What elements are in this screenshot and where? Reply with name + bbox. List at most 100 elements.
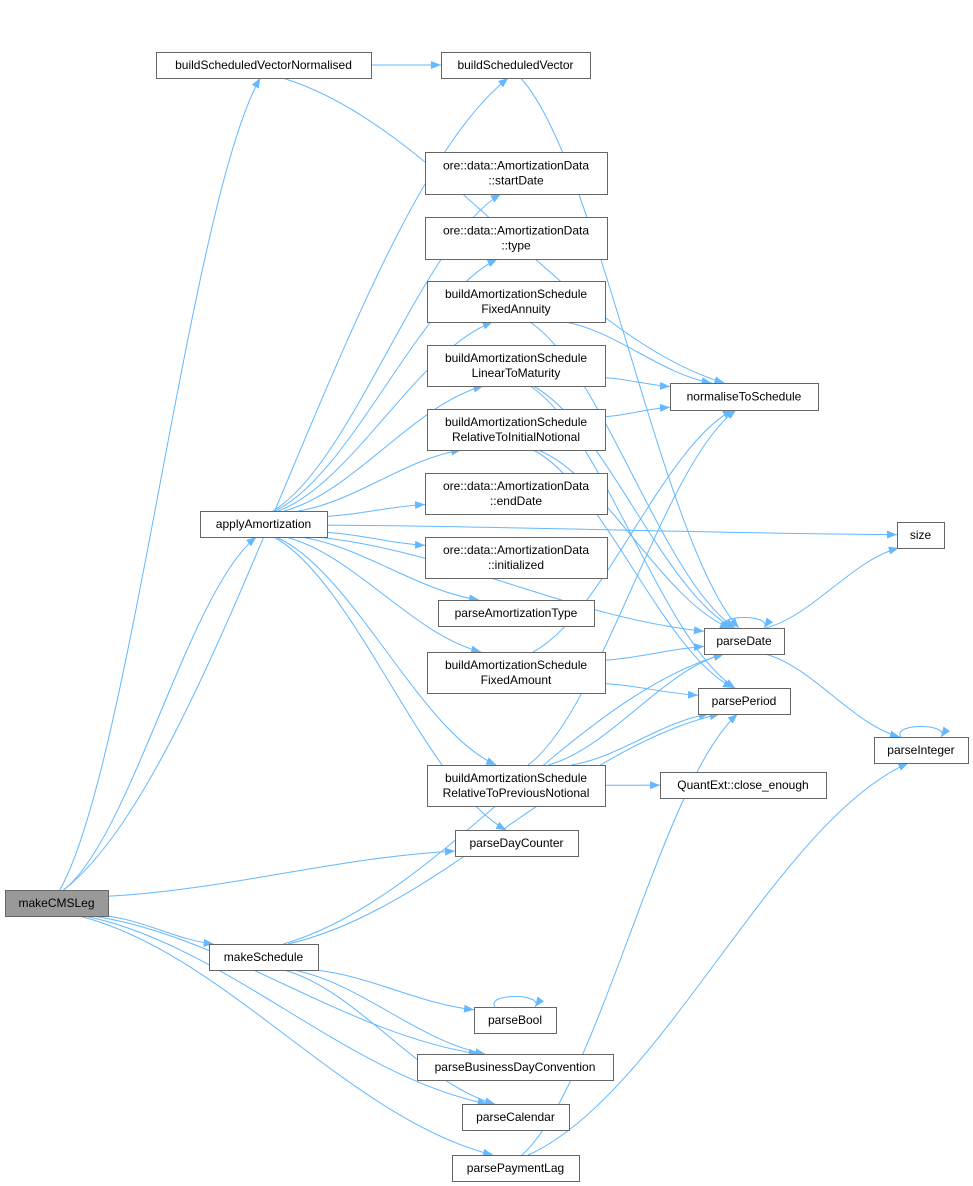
node-box (156, 52, 372, 79)
node-label: buildScheduledVectorNormalised (175, 58, 352, 72)
node-parseInteger[interactable]: parseInteger (874, 737, 969, 764)
edge-makeSchedule-to-parseBool (315, 969, 475, 1013)
node-label: parseAmortizationType (455, 606, 578, 620)
node-box (425, 217, 608, 260)
node-label: ore::data::AmortizationData (443, 224, 589, 238)
edge-makeCMSLeg-to-parseDayCounter (107, 847, 456, 897)
edge-makeCMSLeg-to-makeSchedule (106, 915, 214, 947)
node-box (427, 345, 606, 387)
node-label: RelativeToInitialNotional (452, 430, 580, 444)
node-box (427, 765, 606, 807)
node-bsvn[interactable]: buildScheduledVectorNormalised (156, 52, 372, 79)
edge-linearToMaturity-to-parseDate (532, 385, 734, 629)
edge-parseDate-to-size (765, 546, 899, 629)
edge-applyAmortization-to-endDate (326, 501, 426, 517)
node-label: buildAmortizationSchedule (445, 771, 587, 785)
node-parsePeriod[interactable]: parsePeriod (698, 688, 791, 715)
node-label: QuantExt::close_enough (677, 778, 808, 792)
node-label: parseDayCounter (469, 836, 563, 850)
edges-layer (59, 61, 951, 1157)
node-relPrevious[interactable]: buildAmortizationScheduleRelativeToPrevi… (427, 765, 606, 807)
node-linearToMaturity[interactable]: buildAmortizationScheduleLinearToMaturit… (427, 345, 606, 387)
edge-relPrevious-to-parsePeriod (571, 711, 710, 766)
edge-applyAmortization-to-relInitial (298, 447, 462, 512)
node-box (441, 52, 591, 79)
edge-relPrevious-to-parseDate (548, 652, 724, 766)
node-label: ore::data::AmortizationData (443, 159, 589, 173)
node-box (452, 1155, 580, 1182)
edge-makeSchedule-to-parsePeriod (287, 712, 720, 945)
node-label: makeCMSLeg (18, 896, 94, 910)
node-label: parseCalendar (476, 1110, 555, 1124)
node-label: ore::data::AmortizationData (443, 479, 589, 493)
node-parseDayCounter[interactable]: parseDayCounter (455, 830, 579, 857)
node-box (417, 1054, 614, 1081)
edge-applyAmortization-to-linearToMaturity (284, 384, 484, 512)
edge-parseBool-to-parseBool (493, 996, 545, 1008)
node-endDate[interactable]: ore::data::AmortizationData::endDate (425, 473, 608, 515)
edge-parseDate-to-parseDate (722, 617, 774, 629)
edge-parsePaymentLag-to-parseInteger (527, 762, 909, 1156)
node-box (425, 152, 608, 195)
edge-makeCMSLeg-to-parsePaymentLag (78, 915, 494, 1157)
node-label: RelativeToPreviousNotional (443, 786, 590, 800)
edge-fixedAmount-to-normaliseToSchedule (532, 409, 734, 653)
nodes-layer: makeCMSLeg buildScheduledVectorNormalised… (5, 52, 969, 1182)
node-label: parseBusinessDayConvention (435, 1060, 596, 1074)
edge-applyAmortization-to-parseDate (316, 536, 705, 635)
edge-relInitial-to-parsePeriod (532, 449, 734, 689)
edge-applyAmortization-to-initialized (326, 531, 426, 549)
node-relInitial[interactable]: buildAmortizationScheduleRelativeToIniti… (427, 409, 606, 451)
node-box (427, 409, 606, 451)
edge-linearToMaturity-to-normaliseToSchedule (604, 377, 671, 390)
node-parseBool[interactable]: parseBool (474, 1007, 557, 1034)
node-parseCalendar[interactable]: parseCalendar (462, 1104, 570, 1131)
node-parseDate[interactable]: parseDate (704, 628, 785, 655)
node-label: buildAmortizationSchedule (445, 415, 587, 429)
node-label: FixedAmount (481, 673, 552, 687)
node-label: makeSchedule (224, 950, 304, 964)
node-closeEnough[interactable]: QuantExt::close_enough (660, 772, 827, 799)
node-label: buildAmortizationSchedule (445, 351, 587, 365)
node-makeSchedule[interactable]: makeSchedule (209, 944, 319, 971)
node-box (698, 688, 791, 715)
edge-applyAmortization-to-fixedAmount (285, 536, 482, 654)
node-parseBDC[interactable]: parseBusinessDayConvention (417, 1054, 614, 1081)
node-box (438, 600, 595, 627)
node-box (209, 944, 319, 971)
node-label: ::startDate (488, 174, 544, 188)
node-label: buildAmortizationSchedule (445, 658, 587, 672)
node-parsePaymentLag[interactable]: parsePaymentLag (452, 1155, 580, 1182)
node-type[interactable]: ore::data::AmortizationData::type (425, 217, 608, 260)
node-box (474, 1007, 557, 1034)
node-bsv[interactable]: buildScheduledVector (441, 52, 591, 79)
node-box (425, 537, 608, 579)
node-box (704, 628, 785, 655)
node-initialized[interactable]: ore::data::AmortizationData::initialized (425, 537, 608, 579)
node-label: FixedAnnuity (481, 302, 550, 316)
edge-parseDate-to-parseInteger (764, 653, 901, 739)
node-label: ::endDate (490, 494, 542, 508)
node-size[interactable]: size (897, 522, 945, 549)
edge-makeCMSLeg-to-parseBDC (92, 915, 479, 1057)
node-label: parseBool (488, 1013, 542, 1027)
node-makeCMSLeg[interactable]: makeCMSLeg (5, 890, 109, 917)
edge-makeCMSLeg-to-parseCalendar (84, 915, 488, 1106)
edge-fixedAmount-to-parseDate (604, 643, 705, 661)
node-normaliseToSchedule[interactable]: normaliseToSchedule (670, 383, 819, 411)
node-parseAmortizationType[interactable]: parseAmortizationType (438, 600, 595, 627)
node-startDate[interactable]: ore::data::AmortizationData::startDate (425, 152, 608, 195)
node-label: applyAmortization (216, 517, 311, 531)
node-box (427, 281, 606, 323)
node-applyAmortization[interactable]: applyAmortization (200, 511, 328, 538)
node-box (462, 1104, 570, 1131)
node-label: LinearToMaturity (472, 366, 561, 380)
edge-relPrevious-to-normaliseToSchedule (527, 409, 737, 766)
node-box (660, 772, 827, 799)
edge-makeSchedule-to-parseCalendar (283, 969, 496, 1106)
node-box (427, 652, 606, 694)
node-label: ore::data::AmortizationData (443, 543, 589, 557)
